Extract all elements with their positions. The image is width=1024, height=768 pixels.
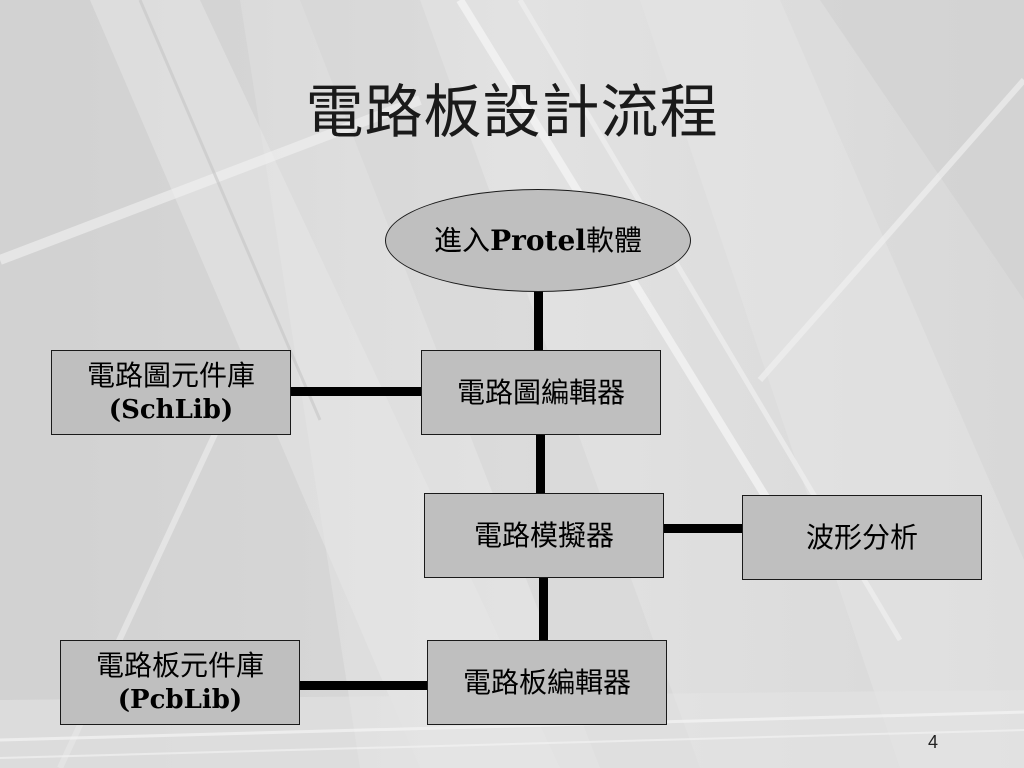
node-waveform-analysis-label: 波形分析 xyxy=(805,520,918,554)
connector-pcb-library-to-editor xyxy=(298,681,427,690)
node-pcb-editor: 電路板編輯器 xyxy=(427,640,667,725)
node-circuit-simulator-label: 電路模擬器 xyxy=(473,518,614,552)
connector-schematic-library-to-editor xyxy=(290,387,421,396)
node-pcb-library: 電路板元件庫 (PcbLib) xyxy=(60,640,300,725)
node-start-label: 進入Protel軟體 xyxy=(434,224,642,258)
node-schematic-editor: 電路圖編輯器 xyxy=(421,350,661,435)
connector-simulator-to-pcb-editor xyxy=(539,577,548,640)
node-schematic-editor-label: 電路圖編輯器 xyxy=(456,375,625,409)
node-start-latin: Protel xyxy=(490,223,586,257)
connector-schematic-editor-to-simulator xyxy=(536,434,545,493)
page-number: 4 xyxy=(927,732,938,752)
node-start-suffix: 軟體 xyxy=(585,223,642,257)
node-schematic-library-label: 電路圖元件庫 xyxy=(86,358,255,392)
background-floor-line xyxy=(0,710,1024,742)
background-streak xyxy=(757,78,1024,382)
node-pcb-library-label: 電路板元件庫 xyxy=(95,648,264,682)
background-floor-line xyxy=(0,729,1024,759)
background-streak xyxy=(0,95,422,265)
connector-simulator-to-waveform xyxy=(663,524,742,533)
node-waveform-analysis: 波形分析 xyxy=(742,495,982,580)
node-schematic-library: 電路圖元件庫 (SchLib) xyxy=(51,350,291,435)
background-facet xyxy=(820,0,1024,300)
node-start-prefix: 進入 xyxy=(434,223,491,257)
node-pcb-library-sublabel: (PcbLib) xyxy=(117,684,243,715)
node-circuit-simulator: 電路模擬器 xyxy=(424,493,664,578)
node-pcb-editor-label: 電路板編輯器 xyxy=(462,665,631,699)
node-schematic-library-sublabel: (SchLib) xyxy=(108,394,234,425)
node-start-protel: 進入Protel軟體 xyxy=(385,189,691,292)
slide-title: 電路板設計流程 xyxy=(305,78,719,146)
connector-start-to-schematic-editor xyxy=(534,290,543,350)
